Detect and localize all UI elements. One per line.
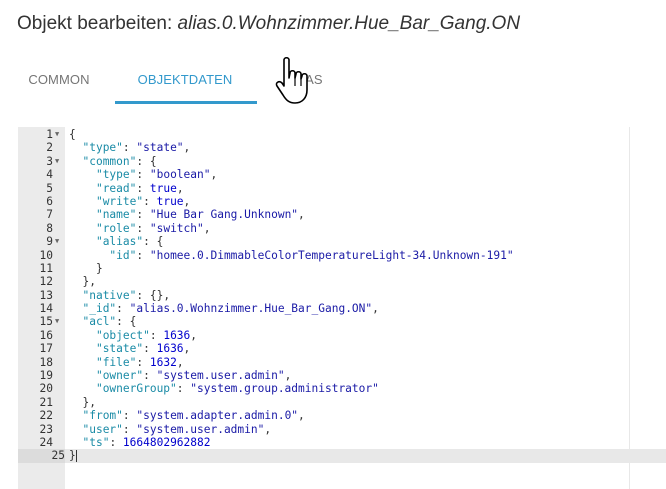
- code-line: 16 "object": 1636,: [39, 328, 198, 342]
- tab-objektdaten[interactable]: OBJEKTDATEN: [115, 62, 257, 104]
- code-line: 24 "ts": 1664802962882: [39, 435, 211, 449]
- fold-arrow-icon[interactable]: ▼: [55, 156, 60, 165]
- dialog-title: Objekt bearbeiten: alias.0.Wohnzimmer.Hu…: [17, 13, 520, 35]
- hand-pointer-cursor-icon: [275, 56, 308, 104]
- line-number-gutter: [18, 127, 65, 489]
- code-lines: 1▼{ 2 "type": "state", 3▼ "common": { 4 …: [18, 128, 666, 463]
- code-line: 7 "name": "Hue Bar Gang.Unknown",: [46, 208, 305, 222]
- code-line: 11 }: [39, 261, 103, 275]
- print-margin: [629, 127, 630, 489]
- code-line: 14 "_id": "alias.0.Wohnzimmer.Hue_Bar_Ga…: [39, 302, 379, 316]
- code-line: 4 "type": "boolean",: [46, 168, 218, 182]
- code-line: 19 "owner": "system.user.admin",: [39, 369, 292, 383]
- code-line: 8 "role": "switch",: [46, 221, 211, 235]
- code-line: 13 "native": {},: [39, 288, 171, 302]
- fold-arrow-icon[interactable]: ▼: [55, 130, 60, 138]
- code-line: 22 "from": "system.adapter.admin.0",: [39, 409, 305, 423]
- tab-common[interactable]: COMMON: [28, 72, 90, 87]
- code-line: 10 "id": "homee.0.DimmableColorTemperatu…: [39, 248, 514, 262]
- code-line: 3▼ "common": {: [46, 154, 157, 168]
- active-code-line: 25}: [18, 449, 666, 463]
- code-line: 20 "ownerGroup": "system.group.administr…: [39, 382, 379, 396]
- title-prefix: Objekt bearbeiten:: [17, 13, 178, 34]
- code-line: 2 "type": "state",: [46, 141, 191, 155]
- code-line: 6 "write": true,: [46, 194, 191, 208]
- object-id: alias.0.Wohnzimmer.Hue_Bar_Gang.ON: [177, 13, 521, 34]
- code-line: 9▼ "alias": {: [46, 235, 164, 249]
- fold-arrow-icon[interactable]: ▼: [55, 317, 60, 326]
- json-editor[interactable]: 1▼{ 2 "type": "state", 3▼ "common": { 4 …: [18, 127, 666, 489]
- fold-arrow-icon[interactable]: ▼: [55, 237, 60, 246]
- code-line: 15▼ "acl": {: [39, 315, 137, 329]
- code-line: 5 "read": true,: [46, 181, 184, 195]
- code-line: 17 "state": 1636,: [39, 342, 191, 356]
- code-line: 23 "user": "system.user.admin",: [39, 422, 272, 436]
- text-cursor: [75, 450, 77, 463]
- code-line: 12 },: [39, 275, 96, 289]
- code-line: 21 },: [39, 395, 96, 409]
- code-line: 18 "file": 1632,: [39, 355, 184, 369]
- code-line: 1▼{: [46, 128, 76, 141]
